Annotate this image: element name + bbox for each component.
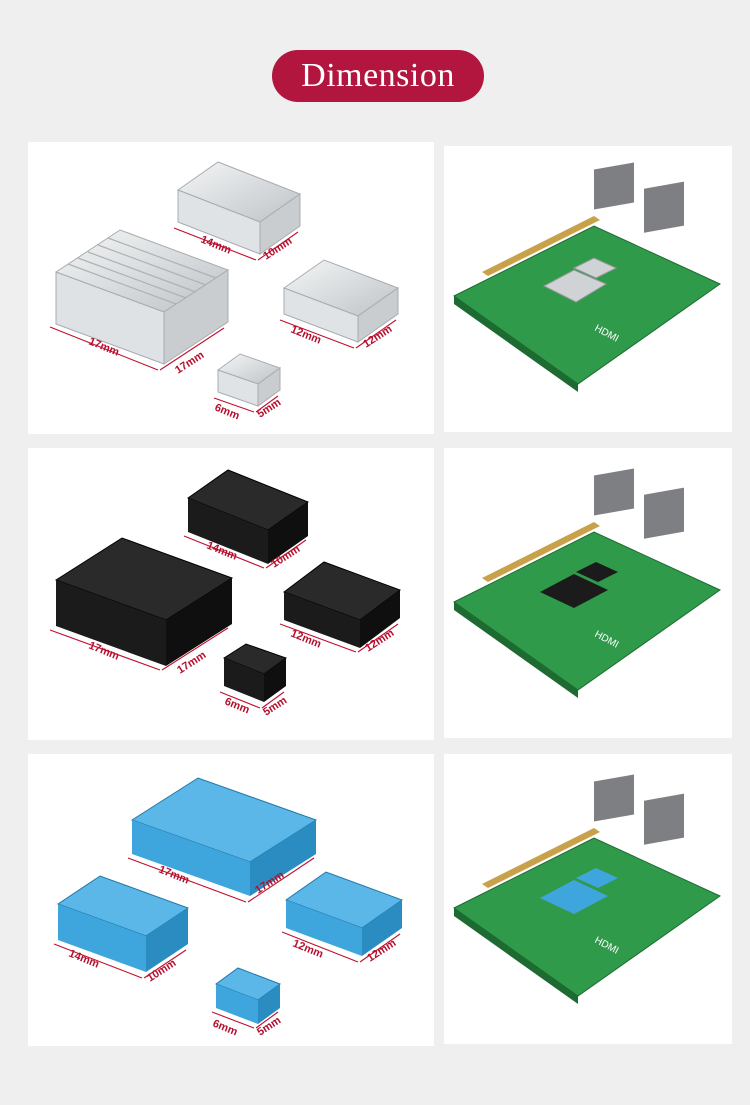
- small-heatsink-black: [282, 561, 402, 648]
- large-heatsink-silver: [54, 229, 230, 365]
- large-heatsink-blue: [130, 777, 318, 896]
- heatsink-dimension-panel-black: 17mm 17mm 14mm 10mm 12mm 12mm 6mm 5mm: [28, 448, 434, 740]
- medium-heatsink-silver: [176, 161, 302, 255]
- board-photo-black: HDMI: [444, 448, 732, 738]
- tiny-heatsink-blue: [214, 967, 282, 1024]
- heatsink-dimension-panel-blue: 17mm 17mm 14mm 10mm 12mm 12mm 6mm 5mm: [28, 754, 434, 1046]
- large-heatsink-black: [54, 537, 234, 666]
- tiny-heatsink-silver: [216, 353, 282, 407]
- medium-heatsink-black: [186, 469, 310, 564]
- tiny-width-label: 6mm: [213, 402, 242, 423]
- small-heatsink-silver: [282, 259, 400, 343]
- tiny-width-label: 6mm: [223, 696, 252, 717]
- board-photo-silver: HDMI: [444, 146, 732, 432]
- heatsink-dimension-panel-silver: 17mm 17mm 14mm 10mm 12mm 12mm 6mm 5mm: [28, 142, 434, 434]
- medium-heatsink-blue: [56, 875, 190, 972]
- board-photo-blue: HDMI: [444, 754, 732, 1044]
- small-width-label: 12mm: [291, 938, 325, 961]
- tiny-heatsink-black: [222, 643, 288, 702]
- page-title: Dimension: [272, 50, 484, 102]
- small-heatsink-blue: [284, 871, 404, 956]
